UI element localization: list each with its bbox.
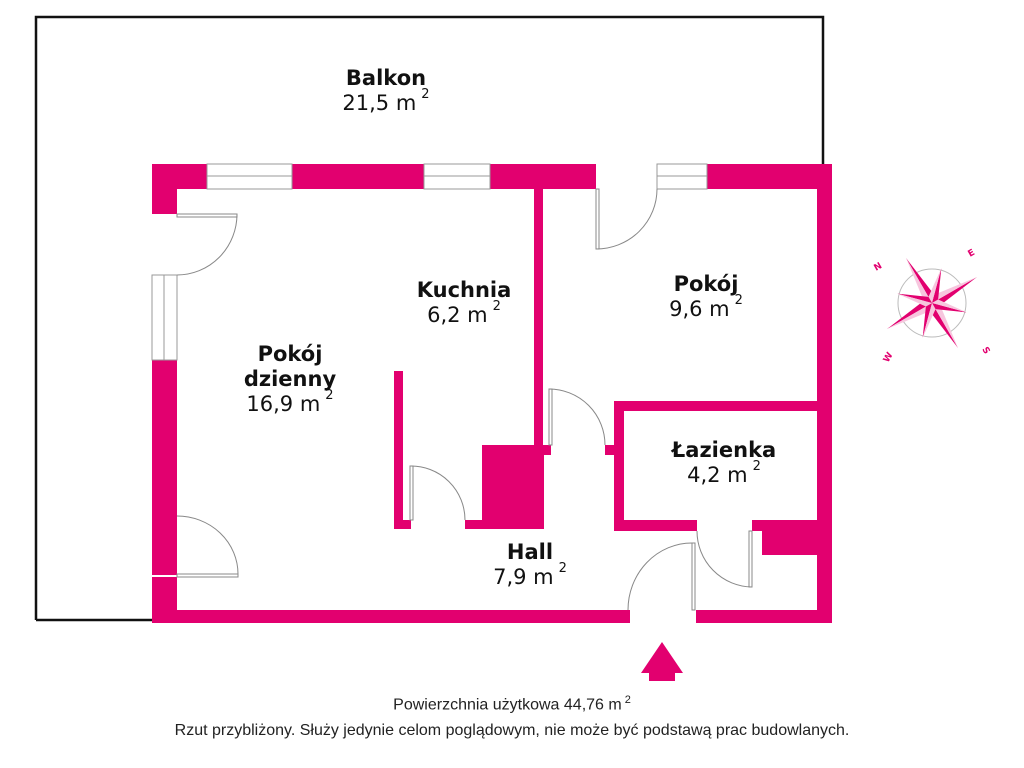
room-name: Hall: [506, 540, 554, 564]
entrance-arrow-icon: [641, 642, 683, 681]
room-name: Łazienka: [671, 438, 777, 462]
compass-rose-icon: N E S W: [873, 248, 992, 365]
doors: [176, 188, 753, 611]
room-name: Kuchnia: [416, 278, 512, 302]
room-name-line1: Pokój: [257, 342, 323, 366]
balcony-outline: [34, 15, 825, 622]
disclaimer-text: Rzut przybliżony. Służy jedynie celom po…: [174, 722, 850, 739]
compass-west-label: W: [882, 351, 896, 365]
room-name: Balkon: [345, 66, 427, 90]
walls: [152, 164, 832, 623]
room-name: Pokój: [673, 272, 739, 296]
compass-south-label: S: [979, 346, 991, 357]
compass-north-label: N: [873, 261, 885, 273]
compass-east-label: E: [967, 248, 977, 260]
room-name-line2: dzienny: [243, 367, 337, 392]
windows: [151, 163, 708, 361]
